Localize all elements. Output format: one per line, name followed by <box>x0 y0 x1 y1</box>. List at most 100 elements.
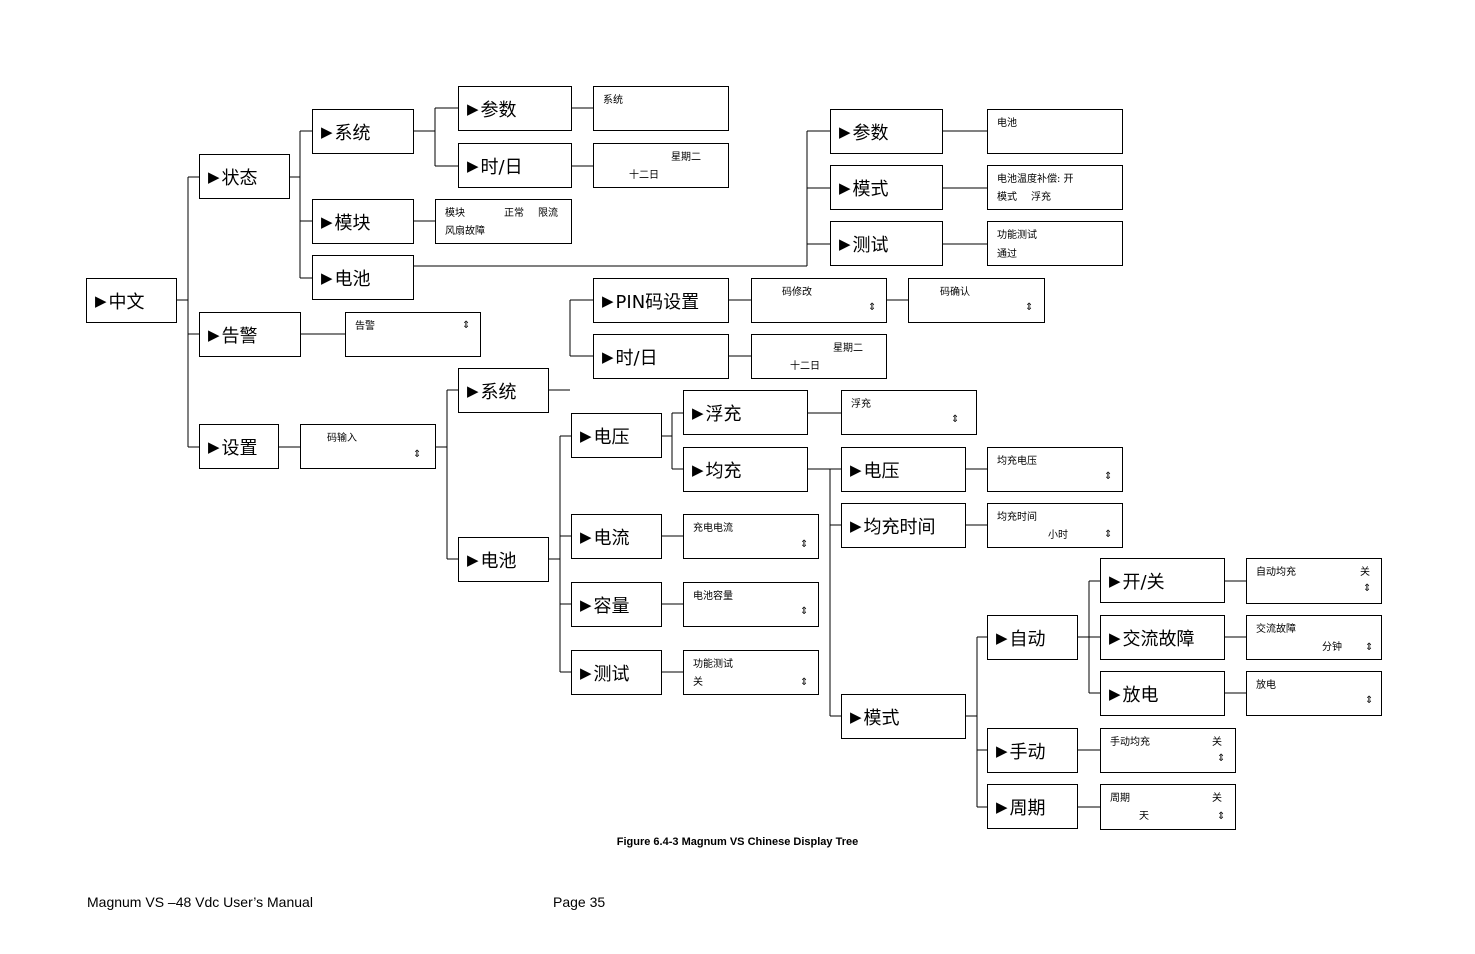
menu-node-set-rongliang[interactable]: ▶容量 <box>571 582 662 627</box>
display-panel-shoudong-junchong: 手动均充 关 ⇕ <box>1100 728 1236 773</box>
panel-text: 关 <box>1212 793 1222 804</box>
display-panel-set-shiri: 星期二 十二日 <box>751 334 887 379</box>
panel-text: 十二日 <box>790 361 820 372</box>
menu-node-jiaoliu[interactable]: ▶交流故障 <box>1100 615 1225 660</box>
panel-text: 限流 <box>538 208 558 219</box>
panel-text: 星期二 <box>671 152 701 163</box>
panel-text: 放电 <box>1256 680 1276 691</box>
node-label: 交流故障 <box>1122 628 1195 650</box>
menu-node-zhongwen[interactable]: ▶中文 <box>86 278 177 323</box>
scroll-arrows-icon: ⇕ <box>800 539 809 550</box>
node-label: 状态 <box>221 167 258 189</box>
node-label: 模式 <box>852 178 889 200</box>
node-label: 系统 <box>334 122 371 144</box>
display-panel-zidong-junchong: 自动均充 关 ⇕ <box>1246 558 1382 604</box>
triangle-icon: ▶ <box>208 167 220 186</box>
triangle-icon: ▶ <box>1109 571 1121 590</box>
menu-node-zhouqi[interactable]: ▶周期 <box>987 784 1078 829</box>
triangle-icon: ▶ <box>602 291 614 310</box>
menu-node-gaojing[interactable]: ▶告警 <box>199 312 301 357</box>
triangle-icon: ▶ <box>95 291 107 310</box>
menu-node-status-xitong[interactable]: ▶系统 <box>312 109 414 154</box>
triangle-icon: ▶ <box>580 595 592 614</box>
panel-text: 手动均充 <box>1110 737 1150 748</box>
triangle-icon: ▶ <box>692 403 704 422</box>
triangle-icon: ▶ <box>580 426 592 445</box>
scroll-arrows-icon: ⇕ <box>800 677 809 688</box>
menu-node-status-dianchi[interactable]: ▶电池 <box>312 255 414 300</box>
triangle-icon: ▶ <box>850 516 862 535</box>
triangle-icon: ▶ <box>839 178 851 197</box>
triangle-icon: ▶ <box>467 99 479 118</box>
node-label: 中文 <box>108 291 145 313</box>
panel-text: 充电电流 <box>693 523 733 534</box>
panel-text: 告警 <box>355 321 375 332</box>
node-label: 容量 <box>593 595 630 617</box>
display-panel-rongliang: 电池容量 ⇕ <box>683 582 819 627</box>
node-label: 手动 <box>1009 741 1046 763</box>
node-label: 系统 <box>480 381 517 403</box>
menu-node-status-mokuai[interactable]: ▶模块 <box>312 199 414 244</box>
menu-node-jc-shijian[interactable]: ▶均充时间 <box>841 503 966 548</box>
node-label: 电流 <box>593 527 630 549</box>
menu-node-set-xitong[interactable]: ▶系统 <box>458 368 549 413</box>
menu-node-jc-moshi[interactable]: ▶模式 <box>841 694 966 739</box>
node-label: 周期 <box>1009 797 1046 819</box>
panel-text: 模式 <box>997 192 1017 203</box>
panel-text: 周期 <box>1110 793 1130 804</box>
menu-node-status-shiri[interactable]: ▶时/日 <box>458 143 572 188</box>
display-panel-gaojing: 告警 ⇕ <box>345 312 481 357</box>
menu-node-set-dianya[interactable]: ▶电压 <box>571 413 662 458</box>
footer-manual-title: Magnum VS –48 Vdc User’s Manual <box>87 894 313 910</box>
node-label: 告警 <box>221 325 258 347</box>
node-label: 电压 <box>593 426 630 448</box>
menu-node-set-shiri[interactable]: ▶时/日 <box>593 334 729 379</box>
panel-text: 电池 <box>997 118 1017 129</box>
menu-node-battery-ceshi[interactable]: ▶测试 <box>830 221 943 266</box>
menu-node-set-dianchi[interactable]: ▶电池 <box>458 537 549 582</box>
node-label: 电池 <box>334 268 371 290</box>
footer-page-number: Page 35 <box>553 894 606 910</box>
triangle-icon: ▶ <box>839 122 851 141</box>
node-label: 模块 <box>334 212 371 234</box>
panel-text: 关 <box>1360 567 1370 578</box>
panel-text: 通过 <box>997 249 1017 260</box>
menu-node-battery-moshi[interactable]: ▶模式 <box>830 165 943 210</box>
node-label: 设置 <box>221 437 258 459</box>
menu-node-fangdian[interactable]: ▶放电 <box>1100 671 1225 716</box>
node-label: 均充时间 <box>863 516 936 538</box>
menu-node-zhuangtai[interactable]: ▶状态 <box>199 154 290 199</box>
triangle-icon: ▶ <box>839 234 851 253</box>
menu-node-set-ceshi[interactable]: ▶测试 <box>571 650 662 695</box>
menu-node-status-canshu[interactable]: ▶参数 <box>458 86 572 131</box>
triangle-icon: ▶ <box>321 122 333 141</box>
display-panel-maxiugai: 码修改 ⇕ <box>751 278 887 323</box>
triangle-icon: ▶ <box>580 527 592 546</box>
panel-text: 功能测试 <box>693 659 733 670</box>
menu-node-jc-dianya[interactable]: ▶电压 <box>841 447 966 492</box>
menu-node-zidong[interactable]: ▶自动 <box>987 615 1078 660</box>
node-label: 参数 <box>480 99 517 121</box>
node-label: 参数 <box>852 122 889 144</box>
menu-node-kaiguan[interactable]: ▶开/关 <box>1100 558 1225 603</box>
scroll-arrows-icon: ⇕ <box>1025 302 1034 313</box>
panel-text: 浮充 <box>851 399 871 410</box>
triangle-icon: ▶ <box>467 381 479 400</box>
menu-node-shezhi[interactable]: ▶设置 <box>199 424 279 469</box>
display-panel-gongneng-ceshi: 功能测试 关 ⇕ <box>683 650 819 695</box>
display-panel-battery-moshi: 电池温度补偿: 开 模式 浮充 <box>987 165 1123 210</box>
display-panel-xitong: 系统 <box>593 86 729 131</box>
menu-node-battery-canshu[interactable]: ▶参数 <box>830 109 943 154</box>
menu-node-shoudong[interactable]: ▶手动 <box>987 728 1078 773</box>
panel-text: 星期二 <box>833 343 863 354</box>
menu-node-fuchong[interactable]: ▶浮充 <box>683 390 808 435</box>
menu-node-set-dianliu[interactable]: ▶电流 <box>571 514 662 559</box>
scroll-arrows-icon: ⇕ <box>1104 471 1113 482</box>
menu-node-pin-setup[interactable]: ▶PIN码设置 <box>593 278 729 323</box>
menu-node-junchong[interactable]: ▶均充 <box>683 447 808 492</box>
triangle-icon: ▶ <box>467 550 479 569</box>
display-panel-jiaoliu-guzhang: 交流故障 分钟 ⇕ <box>1246 615 1382 660</box>
triangle-icon: ▶ <box>208 437 220 456</box>
scroll-arrows-icon: ⇕ <box>1363 583 1372 594</box>
node-label: 均充 <box>705 460 742 482</box>
